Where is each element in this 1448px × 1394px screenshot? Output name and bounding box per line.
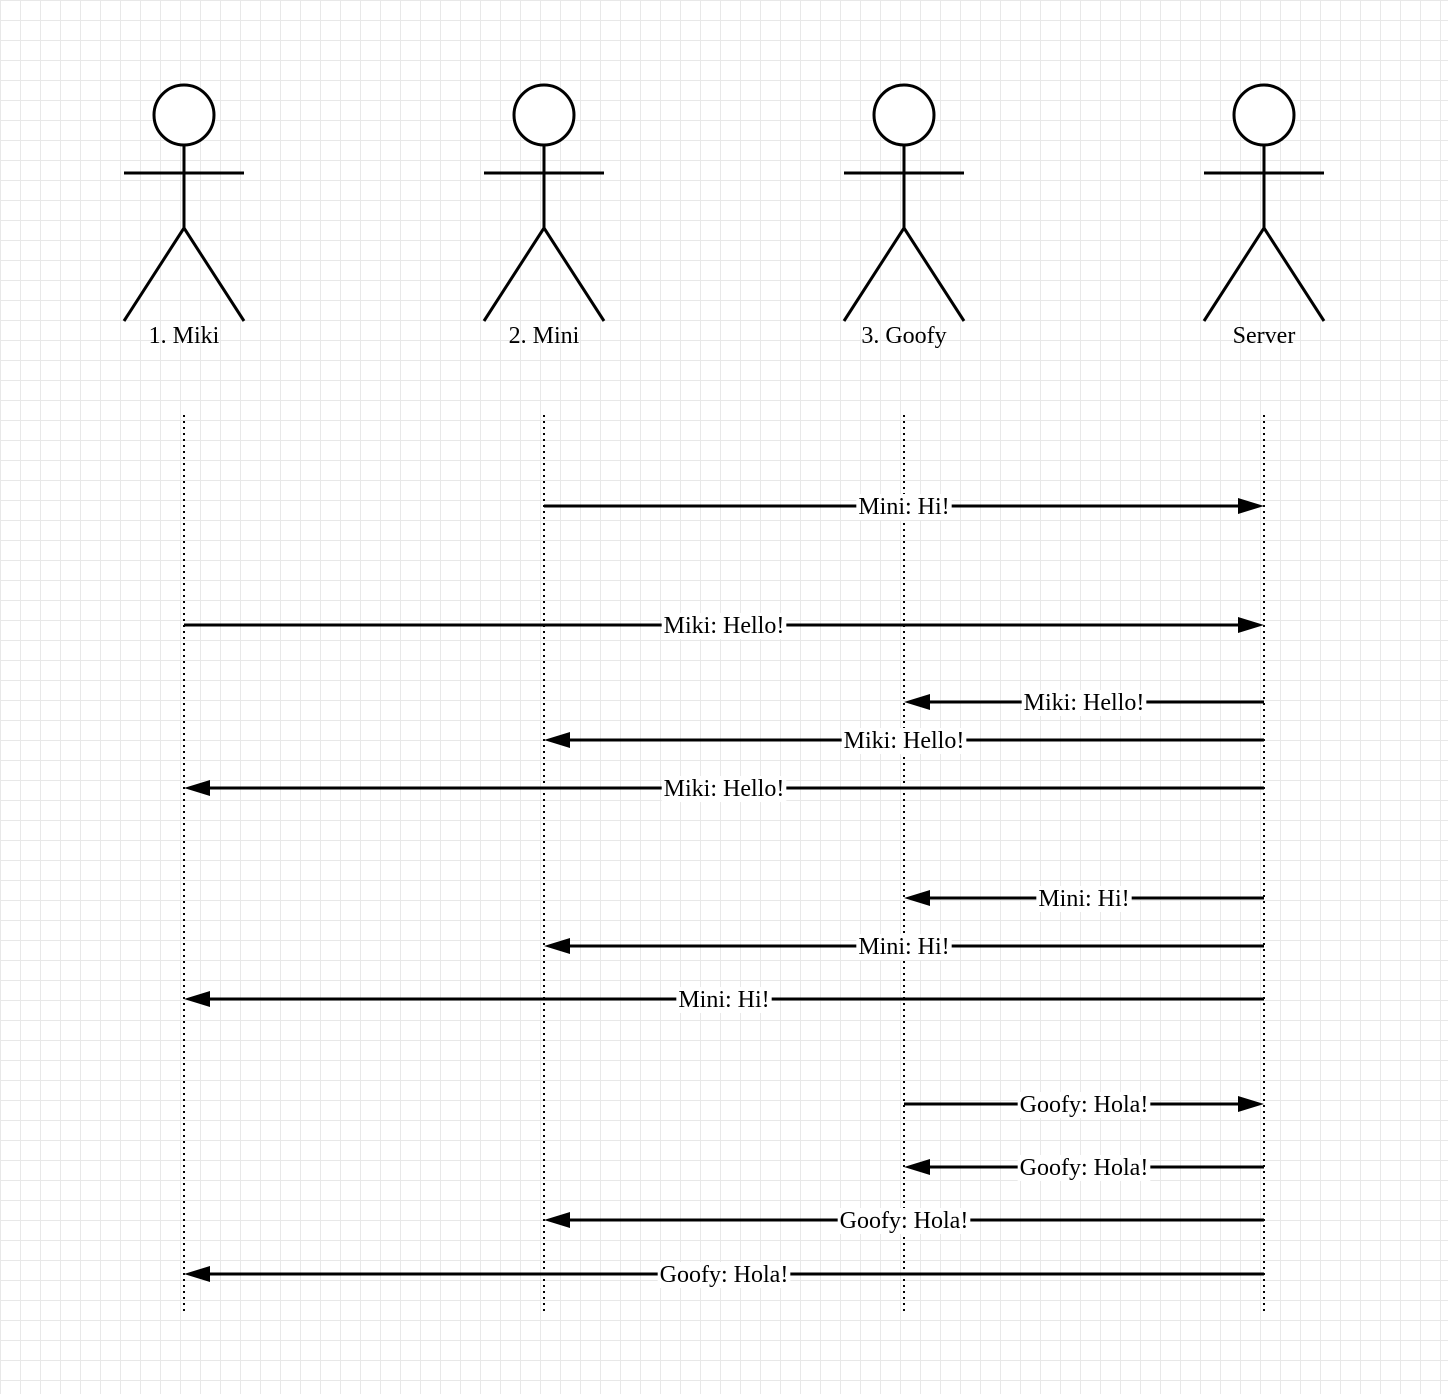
message-arrow: Miki: Hello! — [184, 776, 1264, 802]
message-arrow: Goofy: Hola! — [184, 1262, 1264, 1288]
arrowhead-icon — [544, 732, 570, 748]
message-arrow: Miki: Hello! — [184, 613, 1264, 639]
message-label-background — [856, 934, 952, 960]
actor-right-leg — [542, 227, 606, 322]
message-label: Goofy: Hola! — [1020, 1092, 1149, 1118]
actor-goofy: 3. Goofy — [842, 83, 966, 349]
arrowhead-icon — [184, 991, 210, 1007]
message-label: Goofy: Hola! — [1020, 1155, 1149, 1181]
message-label-background — [657, 1262, 791, 1288]
message-label-background — [837, 1208, 971, 1234]
actor-left-leg — [842, 227, 906, 322]
message-label-background — [1021, 690, 1147, 716]
message-label: Mini: Hi! — [858, 494, 949, 520]
message-arrow: Goofy: Hola! — [904, 1092, 1264, 1118]
message-arrow: Mini: Hi! — [544, 494, 1264, 520]
actor-left-leg — [482, 227, 546, 322]
lifelines-layer — [183, 415, 1265, 1315]
message-label-background — [676, 987, 772, 1013]
actor-server: Server — [1202, 83, 1326, 349]
actor-label: 1. Miki — [149, 323, 220, 349]
arrowhead-icon — [904, 890, 930, 906]
actor-head — [152, 83, 216, 147]
message-label-background — [661, 776, 787, 802]
message-label-background — [856, 494, 952, 520]
message-arrow: Goofy: Hola! — [544, 1208, 1264, 1234]
message-arrow: Mini: Hi! — [904, 886, 1264, 912]
actor-left-leg — [122, 227, 186, 322]
actor-right-leg — [902, 227, 966, 322]
arrowhead-icon — [544, 938, 570, 954]
message-label: Mini: Hi! — [678, 987, 769, 1013]
message-label: Miki: Hello! — [664, 776, 785, 802]
stick-figure-icon — [1202, 83, 1326, 322]
arrowhead-icon — [1238, 498, 1264, 514]
message-label: Miki: Hello! — [664, 613, 785, 639]
actor-miki: 1. Miki — [122, 83, 246, 349]
actor-label: 3. Goofy — [861, 323, 946, 349]
arrowhead-icon — [184, 780, 210, 796]
actor-label: Server — [1233, 323, 1296, 349]
message-arrow: Miki: Hello! — [904, 690, 1264, 716]
actor-right-leg — [1262, 227, 1326, 322]
arrowhead-icon — [184, 1266, 210, 1282]
actor-right-leg — [182, 227, 246, 322]
arrowhead-icon — [544, 1212, 570, 1228]
messages-layer: Mini: Hi! Miki: Hello! Miki: Hello! Miki: H… — [184, 494, 1264, 1288]
message-arrow: Goofy: Hola! — [904, 1155, 1264, 1181]
stick-figure-icon — [482, 83, 606, 322]
actor-label: 2. Mini — [509, 323, 580, 349]
message-label: Goofy: Hola! — [840, 1208, 969, 1234]
message-label-background — [841, 728, 967, 754]
message-label-background — [1017, 1092, 1151, 1118]
message-label: Mini: Hi! — [858, 934, 949, 960]
message-label: Mini: Hi! — [1038, 886, 1129, 912]
actor-head — [512, 83, 576, 147]
message-label: Miki: Hello! — [844, 728, 965, 754]
actors-layer: 1. Miki 2. Mini 3. Goofy Server — [122, 83, 1326, 349]
arrowhead-icon — [904, 1159, 930, 1175]
message-label: Miki: Hello! — [1024, 690, 1145, 716]
actor-left-leg — [1202, 227, 1266, 322]
stick-figure-icon — [122, 83, 246, 322]
actor-head — [872, 83, 936, 147]
arrowhead-icon — [1238, 617, 1264, 633]
message-label-background — [661, 613, 787, 639]
arrowhead-icon — [1238, 1096, 1264, 1112]
message-arrow: Miki: Hello! — [544, 728, 1264, 754]
message-label-background — [1036, 886, 1132, 912]
message-label-background — [1017, 1155, 1151, 1181]
stick-figure-icon — [842, 83, 966, 322]
actor-mini: 2. Mini — [482, 83, 606, 349]
message-arrow: Mini: Hi! — [544, 934, 1264, 960]
message-label: Goofy: Hola! — [660, 1262, 789, 1288]
arrowhead-icon — [904, 694, 930, 710]
message-arrow: Mini: Hi! — [184, 987, 1264, 1013]
actor-head — [1232, 83, 1296, 147]
